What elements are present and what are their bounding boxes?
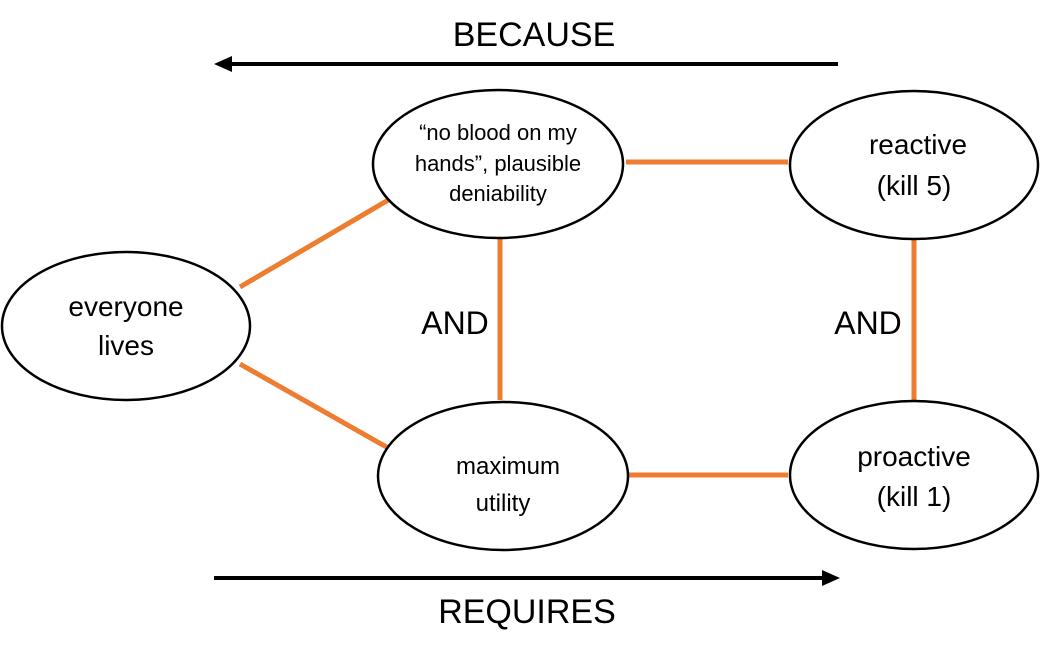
- edges: [238, 159, 917, 478]
- node-proactive: proactive (kill 1): [788, 399, 1040, 551]
- node-no-blood: “no blood on my hands”, plausible deniab…: [371, 88, 625, 240]
- node-no-blood-line-3: deniability: [449, 181, 547, 206]
- node-reactive-line-2: (kill 5): [877, 170, 952, 201]
- node-everyone-lives-line-1: everyone: [68, 291, 183, 322]
- node-no-blood-line-2: hands”, plausible: [415, 151, 581, 176]
- because-label: BECAUSE: [453, 16, 616, 54]
- node-everyone-lives: everyone lives: [0, 250, 252, 402]
- node-reactive: reactive (kill 5): [788, 89, 1040, 241]
- and-label-left: AND: [421, 305, 489, 341]
- node-reactive-line-1: reactive: [869, 129, 967, 160]
- node-everyone-lives-line-2: lives: [98, 330, 154, 361]
- node-maximum-utility-line-1: maximum: [456, 453, 560, 480]
- node-proactive-line-1: proactive: [857, 441, 971, 472]
- requires-arrowhead: [822, 570, 840, 586]
- node-maximum-utility: maximum utility: [376, 400, 630, 552]
- edge-everyone-noblood: [238, 196, 392, 290]
- and-label-right: AND: [834, 305, 902, 341]
- requires-label: REQUIRES: [438, 593, 616, 631]
- edge-everyone-maxutility: [238, 361, 392, 452]
- because-arrowhead: [214, 56, 232, 72]
- node-proactive-line-2: (kill 1): [877, 481, 952, 512]
- node-maximum-utility-line-2: utility: [476, 490, 531, 517]
- node-no-blood-line-1: “no blood on my: [419, 120, 577, 145]
